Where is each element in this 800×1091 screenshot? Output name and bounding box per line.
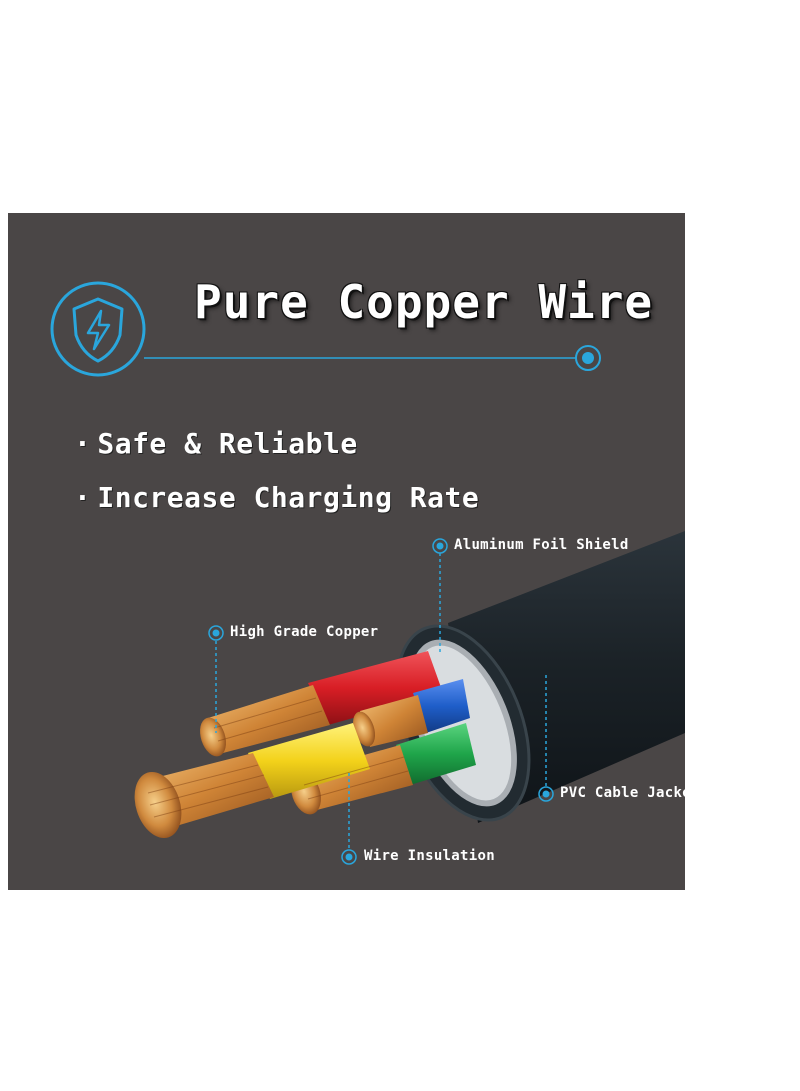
callout-pvc-cable-jacket: PVC Cable Jacket: [560, 785, 685, 801]
bullet-charging-rate: ·Increase Charging Rate: [74, 481, 479, 514]
bullet-text: Increase Charging Rate: [97, 481, 480, 514]
red-conductor: [200, 651, 443, 757]
shield-lightning-icon: [50, 281, 146, 377]
rule-end-marker: [575, 345, 601, 371]
callout-markers: [208, 538, 554, 865]
callout-wire-insulation: Wire Insulation: [364, 848, 495, 864]
bullet-marker: ·: [74, 427, 92, 460]
callout-leaders: [215, 553, 547, 849]
bullet-marker: ·: [74, 481, 92, 514]
bullet-text: Safe & Reliable: [97, 427, 358, 460]
blue-conductor: [352, 679, 470, 747]
callout-aluminum-foil-shield: Aluminum Foil Shield: [454, 537, 629, 553]
copper-strands: [147, 697, 409, 818]
callout-high-grade-copper: High Grade Copper: [230, 624, 379, 640]
page-title: Pure Copper Wire: [194, 275, 654, 329]
bullet-safe-reliable: ·Safe & Reliable: [74, 427, 358, 460]
cable-illustration: [50, 281, 685, 865]
yellow-conductor: [134, 723, 370, 839]
product-panel: Pure Copper Wire ·Safe & Reliable ·Incre…: [8, 213, 685, 890]
